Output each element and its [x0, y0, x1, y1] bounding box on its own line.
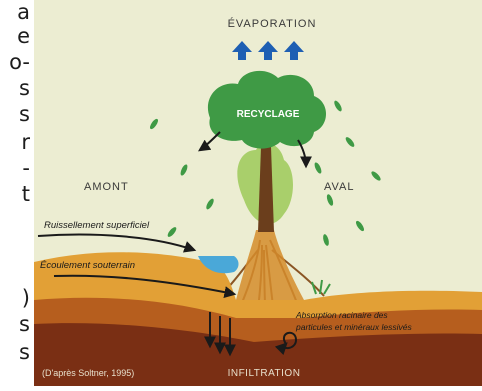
- recyclage-label: RECYCLAGE: [237, 109, 300, 120]
- aval-label: AVAL: [324, 181, 355, 193]
- text-fragment: ): [22, 288, 30, 309]
- ruissellement-label: Ruissellement superficiel: [44, 220, 150, 231]
- text-fragment: s: [19, 104, 30, 125]
- text-fragment: a: [17, 2, 30, 23]
- text-fragment: e: [17, 26, 30, 47]
- source-citation: (D'après Soltner, 1995): [42, 368, 134, 378]
- text-fragment: r: [21, 132, 30, 153]
- diagram-svg: ÉVAPORATION RECYCLAGE: [34, 0, 482, 386]
- evaporation-label: ÉVAPORATION: [228, 17, 317, 30]
- text-fragment: s: [19, 342, 30, 363]
- absorption-label-line1: Absorption racinaire des: [295, 310, 388, 320]
- evaporation-arrows: [232, 41, 304, 60]
- infiltration-label: INFILTRATION: [228, 368, 301, 379]
- text-fragment: -: [22, 158, 30, 179]
- absorption-label-line2: particules et minéraux lessivés: [295, 322, 412, 332]
- text-fragment: t: [22, 184, 30, 205]
- water-cycle-diagram: ÉVAPORATION RECYCLAGE: [34, 0, 482, 386]
- ecoulement-label: Écoulement souterrain: [40, 260, 135, 271]
- text-fragment: s: [19, 78, 30, 99]
- cropped-text-column: a e o- s s r - t ) s s: [0, 0, 36, 386]
- amont-label: AMONT: [84, 181, 129, 193]
- text-fragment: o-: [9, 52, 30, 73]
- text-fragment: s: [19, 314, 30, 335]
